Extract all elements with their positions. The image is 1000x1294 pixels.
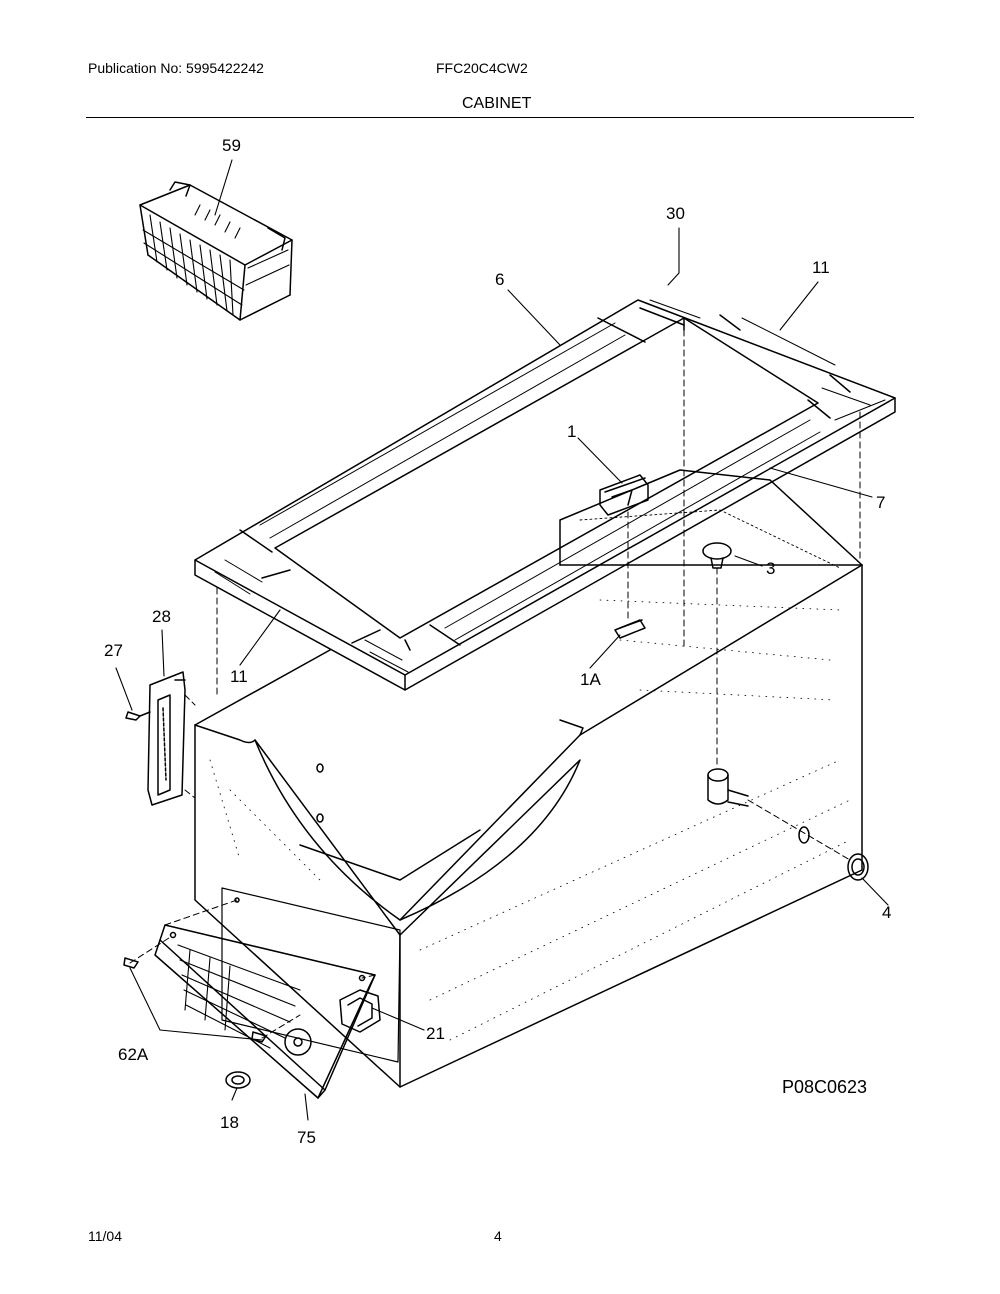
basket-part <box>139 181 293 321</box>
callout-1: 1 <box>567 422 576 441</box>
callout-75: 75 <box>297 1128 316 1147</box>
model-number: FFC20C4CW2 <box>436 60 528 76</box>
screw-part-27 <box>125 711 151 721</box>
callout-59: 59 <box>222 136 241 155</box>
callout-7: 7 <box>876 493 885 512</box>
callout-18: 18 <box>220 1113 239 1132</box>
handle-part <box>599 474 649 516</box>
section-title: CABINET <box>462 95 532 112</box>
figure-id: P08C0623 <box>782 1077 867 1097</box>
callout-6: 6 <box>495 270 504 289</box>
callout-11-top: 11 <box>812 258 830 277</box>
callout-28: 28 <box>152 607 171 626</box>
plug-part-18 <box>225 1071 251 1089</box>
callout-30: 30 <box>666 204 685 223</box>
drain-part <box>702 542 869 881</box>
cabinet-body <box>194 469 863 1088</box>
switch-part <box>221 887 401 1063</box>
hinge-part <box>147 671 186 806</box>
page-number: 4 <box>494 1228 502 1244</box>
callout-27: 27 <box>104 641 123 660</box>
grille-part <box>154 897 376 1099</box>
header-divider <box>86 117 914 118</box>
callout-1a: 1A <box>580 670 601 689</box>
footer-date: 11/04 <box>88 1228 122 1244</box>
clip-part <box>614 619 646 639</box>
callout-21: 21 <box>426 1024 445 1043</box>
callout-4: 4 <box>882 903 891 922</box>
gasket-frame-part <box>194 299 896 691</box>
publication-number: Publication No: 5995422242 <box>88 60 264 76</box>
callout-62a: 62A <box>118 1045 149 1064</box>
callout-11-bottom: 11 <box>230 667 248 686</box>
callout-3: 3 <box>766 559 775 578</box>
